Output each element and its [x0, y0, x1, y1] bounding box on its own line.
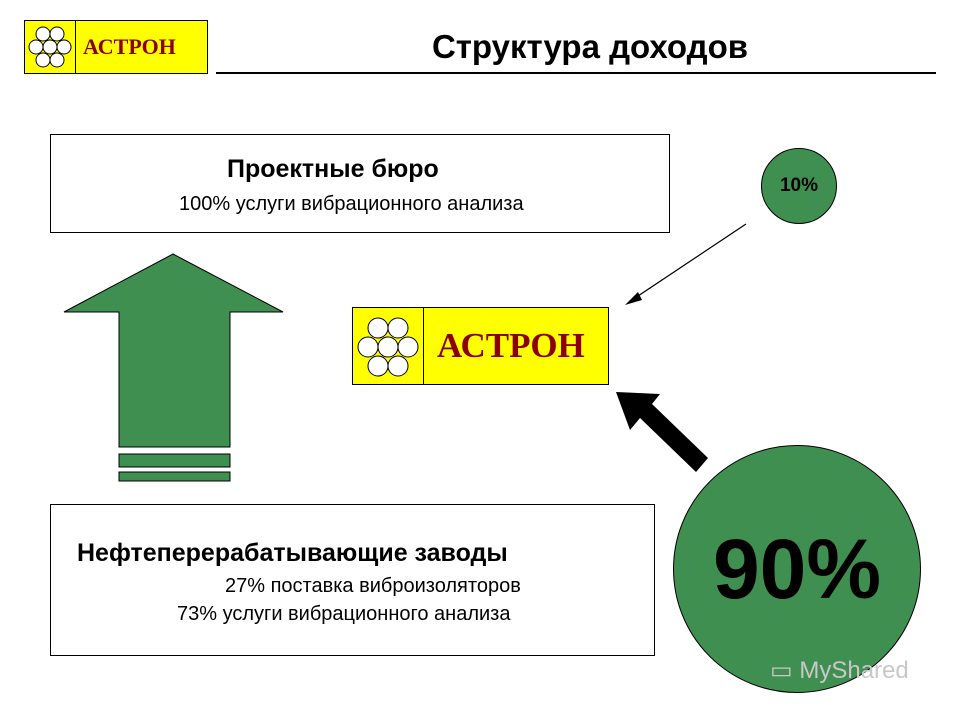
- design-bureaus-title: Проектные бюро: [227, 155, 439, 183]
- refineries-line-1: 27% поставка виброизоляторов: [225, 575, 521, 597]
- design-bureaus-box: Проектные бюро 100% услуги вибрационного…: [50, 134, 670, 233]
- logo-text: АСТРОН: [83, 34, 176, 59]
- watermark: ▭ MyShared: [770, 656, 909, 685]
- up-arrow-icon: [63, 253, 284, 482]
- watermark-text: MyShared: [799, 657, 909, 684]
- watermark-icon: ▭: [770, 657, 800, 684]
- center-logo-divider: [423, 308, 424, 384]
- share-10-circle: 10%: [761, 148, 837, 224]
- refineries-box: Нефтеперерабатывающие заводы 27% поставк…: [50, 504, 655, 656]
- design-bureaus-line: 100% услуги вибрационного анализа: [179, 193, 524, 215]
- center-logo-text: АСТРОН: [437, 326, 585, 365]
- center-logo-circles-icon: [357, 317, 419, 377]
- thin-arrow-icon: [625, 223, 747, 305]
- refineries-title: Нефтеперерабатывающие заводы: [77, 539, 508, 567]
- title-rule: [216, 72, 936, 74]
- header-logo: АСТРОН: [24, 20, 208, 74]
- thick-arrow-icon: [616, 392, 708, 472]
- refineries-line-2: 73% услуги вибрационного анализа: [177, 603, 511, 625]
- logo-divider: [75, 21, 76, 73]
- center-logo: АСТРОН: [352, 307, 609, 385]
- logo-circles-icon: [28, 26, 72, 68]
- page-title: Структура доходов: [431, 28, 749, 65]
- share-90-circle: 90%: [673, 445, 921, 693]
